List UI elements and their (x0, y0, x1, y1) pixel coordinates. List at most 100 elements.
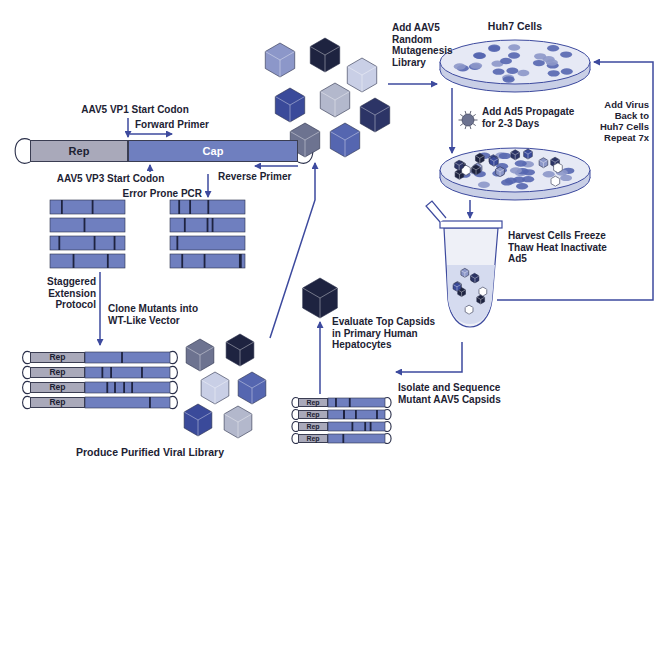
capsid-facet (555, 181, 556, 186)
rep-gene-box: Rep (298, 422, 328, 431)
cap-fragment (170, 218, 245, 232)
mutation-stripe (239, 254, 241, 268)
gene-name: Rep (49, 383, 65, 392)
capsid-facet (496, 169, 500, 172)
capsid-hexagon (347, 58, 376, 92)
capsid-hexagon (551, 176, 560, 186)
ad5-fiber (465, 111, 466, 114)
capsid-facet (362, 75, 363, 92)
rep-gene-box: Rep (30, 367, 85, 378)
cell (510, 167, 522, 173)
mutation-stripe (207, 218, 209, 232)
capsid-hexagon (310, 38, 339, 72)
mutation-stripe (73, 254, 75, 268)
capsid-facet (362, 67, 377, 76)
capsid-facet (494, 159, 498, 162)
mutation-stripe (349, 398, 351, 407)
mutation-stripe (121, 352, 123, 363)
capsid-facet (461, 271, 465, 273)
capsid-hexagon (539, 158, 548, 168)
capsid-hexagon (471, 274, 479, 283)
capsid-hexagon (471, 273, 479, 282)
capsid-facet (200, 355, 201, 371)
capsid-facet (481, 297, 485, 299)
capsid-facet (528, 152, 532, 155)
staggered-fragments (50, 200, 245, 268)
capsid-facet (511, 152, 515, 155)
capsid-hexagon (455, 160, 464, 170)
cell (543, 171, 555, 177)
ad5-capsid (462, 114, 474, 126)
cap-gene (328, 410, 385, 419)
capsid-facet (320, 298, 321, 318)
capsid-hexagon (224, 406, 252, 438)
capsid-facet (345, 132, 360, 141)
itr-hairpin (15, 139, 30, 164)
capsid-facet (465, 271, 469, 273)
mutation-stripe (94, 236, 96, 250)
capsid-facet (527, 154, 528, 159)
cap-fragment (50, 218, 125, 232)
infected-dish (440, 148, 590, 200)
step-label: Add Virus Back to Huh7 Cells Repeat 7x (592, 100, 649, 144)
capsid-facet (305, 132, 320, 141)
process-arrow (149, 165, 151, 172)
capsid-hexagon (461, 268, 469, 277)
capsid-facet (480, 156, 484, 159)
mutation-stripe (204, 254, 206, 268)
ad5-fiber (470, 126, 471, 129)
step-label: Forward Primer (135, 119, 235, 131)
capsid-facet (490, 159, 494, 162)
cap-fragment (50, 254, 125, 268)
cap-gene (328, 422, 385, 431)
ad5-fiber (473, 124, 476, 126)
mutation-stripe (61, 200, 63, 214)
capsid-hexagon (477, 295, 485, 304)
capsid-facet (320, 92, 335, 101)
mutation-stripe (184, 218, 186, 232)
capsid-facet (524, 152, 528, 155)
mutation-stripe (149, 397, 151, 408)
cell (473, 52, 485, 58)
step-label: AAV5 VP3 Start Codon (38, 173, 183, 185)
process-arrow (319, 322, 321, 394)
capsid-facet (476, 170, 477, 175)
dish-top (440, 148, 590, 192)
itr-hairpin (23, 366, 30, 378)
cap-gene (85, 352, 170, 363)
cell (516, 183, 528, 189)
huh7-dish (440, 40, 590, 92)
cell (470, 62, 482, 68)
process-arrow (388, 83, 437, 85)
capsid-hexagon (320, 83, 349, 117)
capsid-hexagon (265, 43, 294, 77)
cap-gene (328, 398, 385, 407)
process-arrow (130, 133, 172, 135)
gene-name: Rep (306, 411, 319, 418)
capsid-hexagon (330, 123, 359, 157)
step-label: Produce Purified Viral Library (30, 446, 270, 458)
step-label: Reverse Primer (218, 171, 308, 183)
capsid-facet (455, 163, 459, 166)
mutation-stripe (355, 410, 357, 419)
capsid-facet (335, 92, 350, 101)
capsid-hexagon (275, 88, 304, 122)
gene-name: Rep (306, 399, 319, 406)
capsid-facet (252, 388, 253, 404)
capsid-facet (557, 168, 558, 173)
capsid-hexagon (524, 149, 533, 159)
capsid-hexagon (479, 287, 487, 296)
cap-fragment (170, 236, 245, 250)
mutation-stripe (123, 382, 125, 393)
mutation-stripe (207, 200, 209, 214)
step-label: Evaluate Top Capsids in Primary Human He… (332, 316, 442, 351)
itr-hairpin (170, 351, 177, 363)
mutation-stripe (84, 218, 86, 232)
capsid-facet (198, 420, 199, 436)
mutation-stripe (178, 200, 180, 214)
gene-name: Rep (306, 423, 319, 430)
gene-name: Rep (306, 435, 319, 442)
cell (533, 60, 545, 66)
itr-hairpin (385, 409, 391, 419)
process-arrow (270, 163, 315, 338)
